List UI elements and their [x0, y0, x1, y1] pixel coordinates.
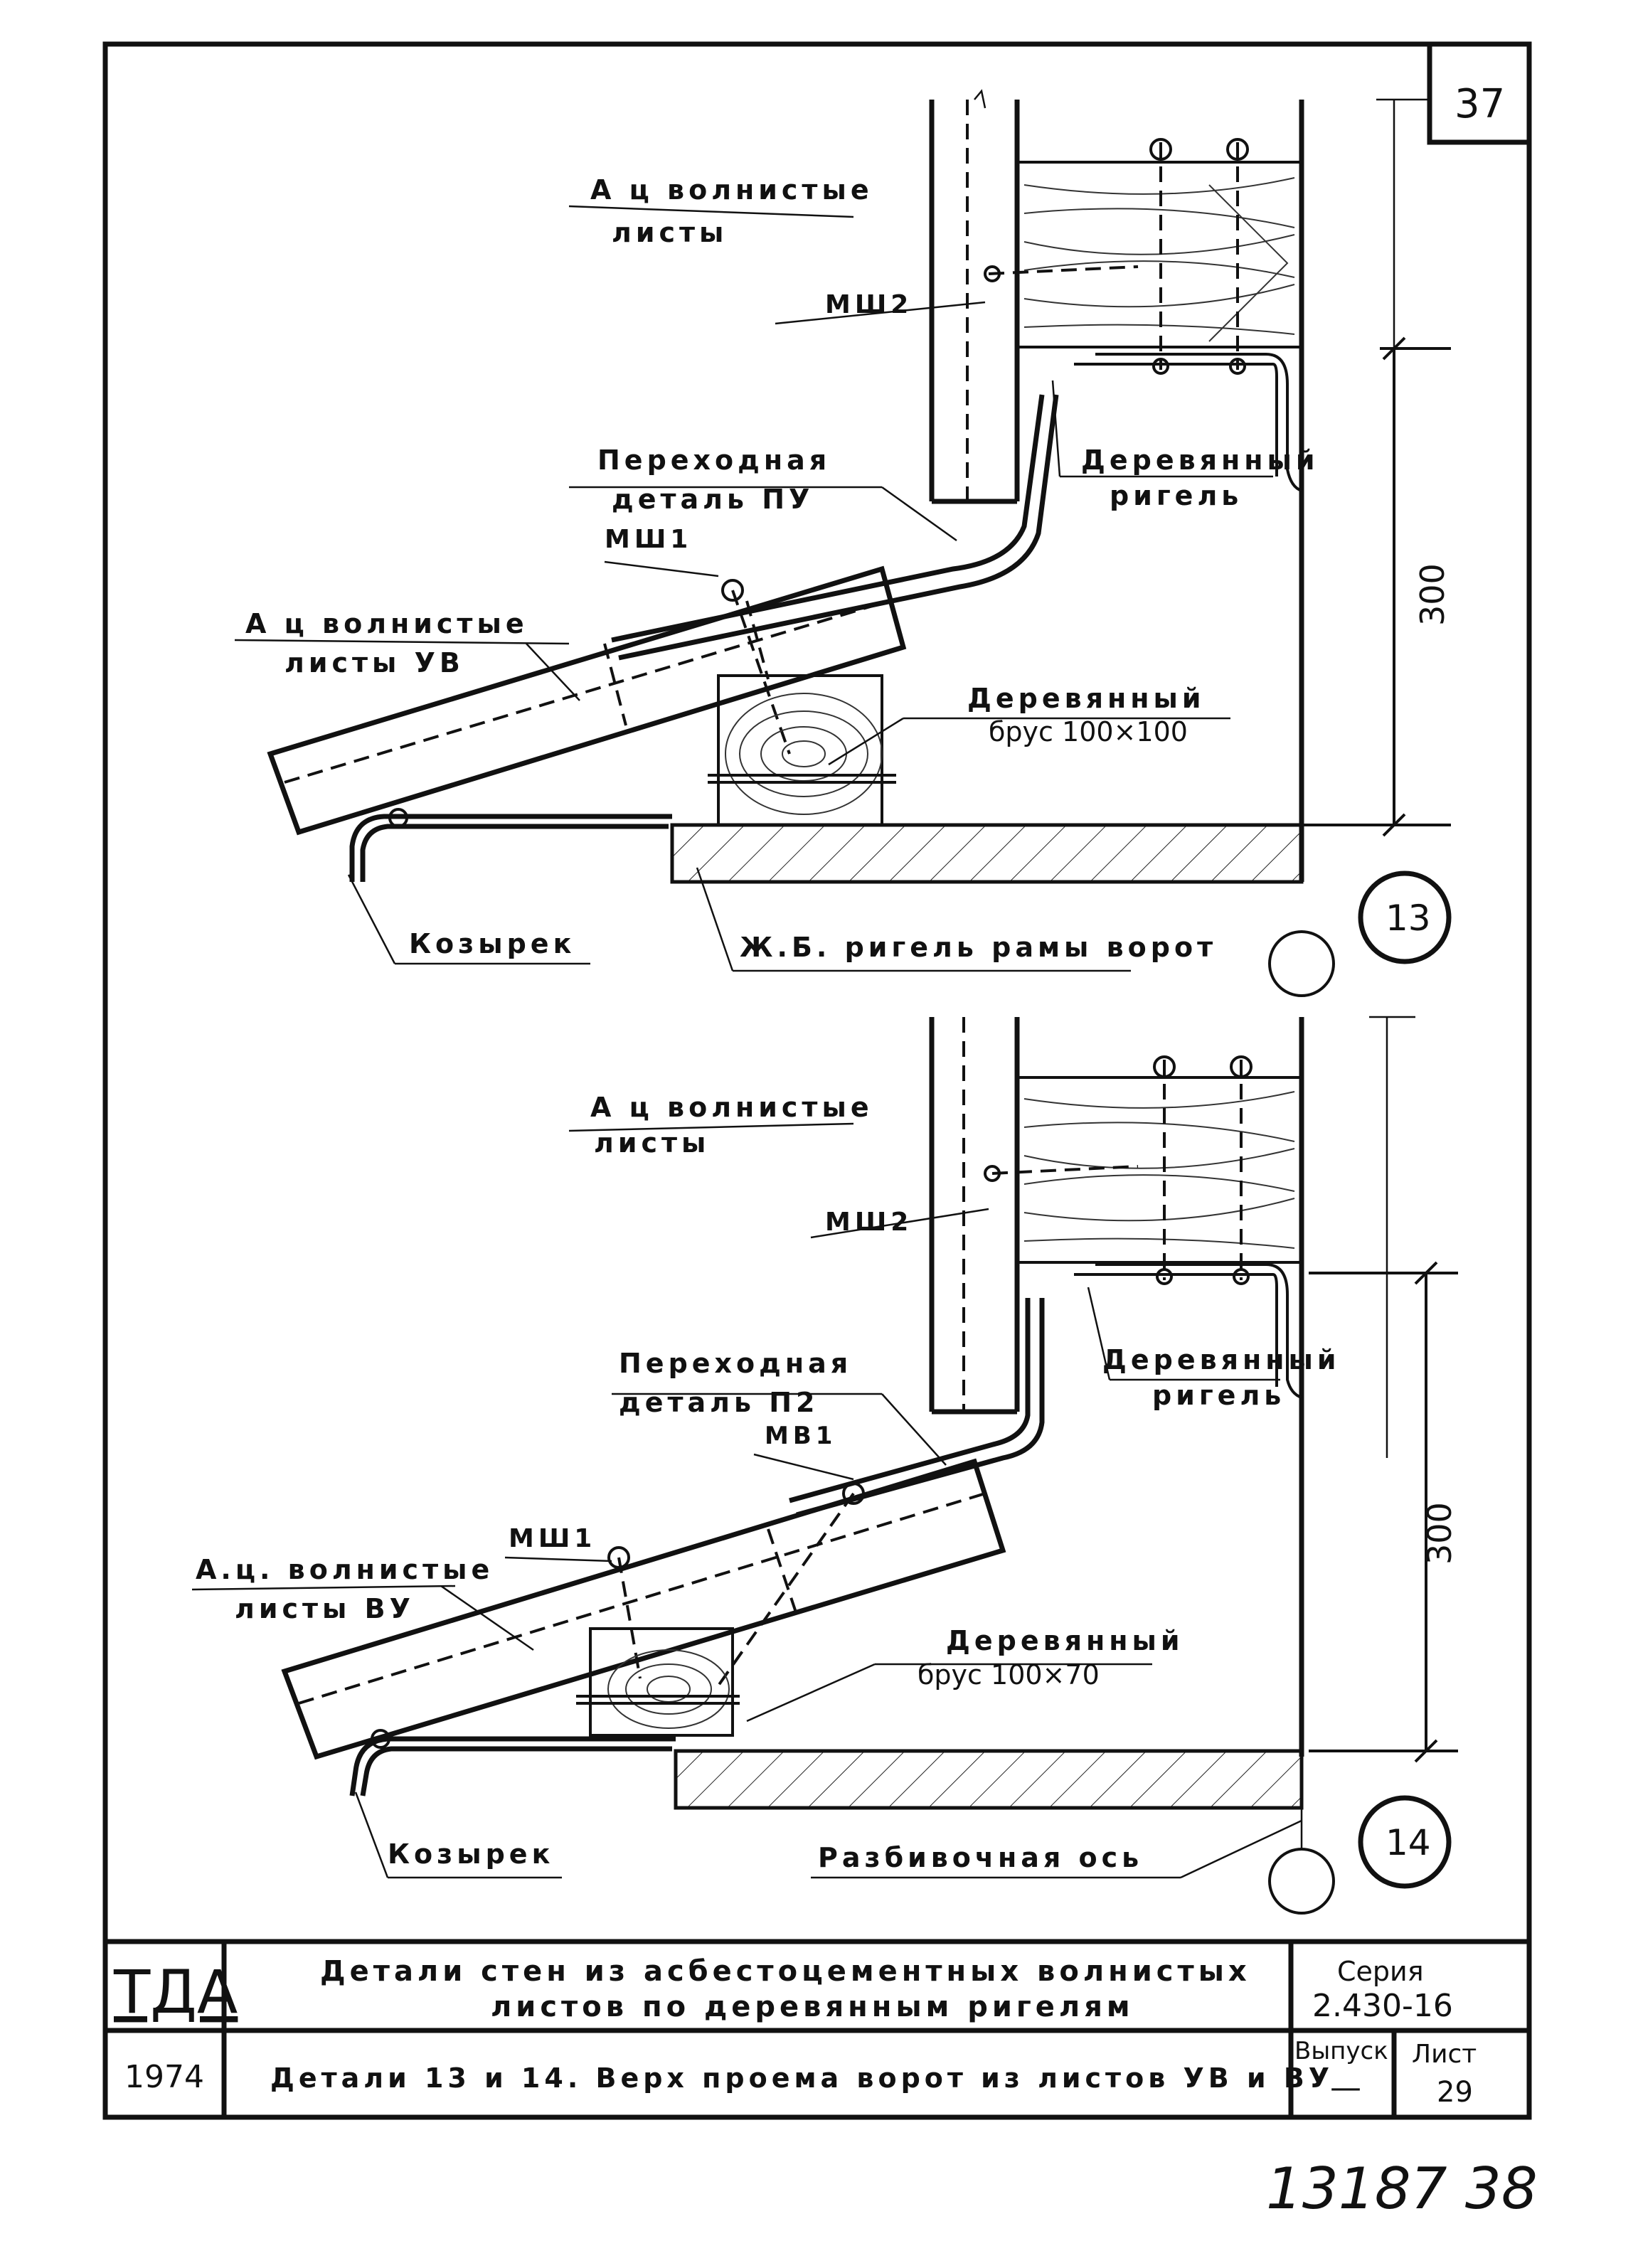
label-timber-13: Деревянный [967, 683, 1206, 714]
label-transition-13: Переходная [597, 444, 831, 476]
sloped-sheet-13 [267, 565, 907, 836]
transition-detail-14 [789, 1298, 1045, 1518]
sheet-number-box: 37 [1427, 44, 1529, 145]
label-transition-13b: деталь ПУ [612, 484, 814, 515]
sloped-sheet-14 [281, 1458, 1006, 1760]
transition-detail-13 [611, 394, 1059, 661]
beam-bolts-13 [1149, 138, 1249, 375]
sheet-value: 29 [1437, 2076, 1473, 2109]
sheet-number: 37 [1454, 81, 1505, 127]
rc-beam-14 [674, 1749, 1304, 1810]
sheet-label: Лист [1412, 2040, 1477, 2069]
beam-bolts-14 [1153, 1055, 1253, 1285]
label-mw2-14: МШ2 [825, 1208, 913, 1237]
detail-marker-text-14: 14 [1386, 1822, 1431, 1863]
canopy-13 [349, 808, 672, 882]
label-timber-14: Деревянный [946, 1625, 1184, 1656]
label-axis-14: Разбивочная ось [818, 1842, 1143, 1873]
wood-beam-14 [1016, 1076, 1303, 1264]
series-value: 2.430-16 [1312, 1988, 1453, 2024]
title-line-1: Детали стен из асбестоцементных волнисты… [320, 1955, 1251, 1988]
label-mw1-14: МШ1 [509, 1524, 596, 1553]
label-sheets-top-14b: листы [594, 1127, 710, 1159]
label-wood-beam-14: Деревянный [1102, 1344, 1341, 1375]
label-timber-13b: брус 100×100 [989, 716, 1188, 747]
label-sheets-vu-14: А.ц. волнистые [196, 1554, 494, 1585]
wall-sheets-14 [929, 1017, 1020, 1415]
label-sheets-top-13: А ц волнистые [590, 174, 873, 206]
label-sheets-top-14: А ц волнистые [590, 1092, 873, 1123]
series-label: Серия [1337, 1956, 1424, 1987]
detail-marker-14 [1358, 1795, 1452, 1889]
labels-13: А ц волнистые листы МШ2 Переходная детал… [234, 174, 1319, 972]
label-mw2-13: МШ2 [825, 290, 913, 319]
labels-14: А ц волнистые листы МШ2 Переходная детал… [191, 1092, 1341, 1879]
detail-13: 300 13 А ц волнистые листы МШ2 Переходна… [234, 89, 1452, 997]
label-canopy-14: Козырек [388, 1838, 554, 1870]
year: 1974 [124, 2059, 204, 2095]
label-wood-beam-13: Деревянный [1081, 444, 1319, 476]
wall-sheets-13 [929, 89, 1020, 504]
label-mw1-13: МШ1 [605, 525, 692, 554]
label-sheets-uv-13: А ц волнистые [245, 608, 528, 639]
rc-beam-13 [670, 823, 1304, 884]
detail-marker-13 [1358, 871, 1452, 964]
dimension-13: 300 [1376, 98, 1452, 837]
axis-circle-13 [1268, 930, 1335, 997]
handwritten-number: 13187 38 [1266, 2156, 1538, 2222]
label-sheets-uv-13b: листы УВ [284, 647, 464, 678]
label-transition-14b: деталь П2 [619, 1387, 819, 1418]
issue-value: — [1330, 2070, 1361, 2106]
sheet-frame [102, 41, 1532, 2120]
dimension-14: 300 [1309, 1016, 1459, 1763]
dimension-label-14: 300 [1420, 1502, 1459, 1565]
canopy-14 [349, 1729, 676, 1796]
label-wood-beam-14b: ригель [1152, 1380, 1285, 1411]
label-rc-beam-13: Ж.Б. ригель рамы ворот [740, 932, 1217, 963]
label-wood-beam-13b: ригель [1110, 480, 1243, 511]
title-block: ТДА Детали стен из асбестоцементных волн… [105, 1939, 1529, 2117]
label-transition-14: Переходная [619, 1348, 852, 1379]
subtitle: Детали 13 и 14. Верх проема ворот из лис… [270, 2062, 1334, 2094]
title-line-2: листов по деревянным ригелям [491, 1991, 1134, 2023]
label-canopy-13: Козырек [409, 928, 575, 959]
issue-label: Выпуск [1294, 2037, 1388, 2065]
label-mb1-14: МВ1 [765, 1422, 836, 1450]
axis-circle-14 [1268, 1848, 1335, 1915]
label-sheets-vu-14b: листы ВУ [235, 1593, 415, 1624]
logo: ТДА [113, 1957, 238, 2027]
dimension-label-13: 300 [1413, 563, 1452, 626]
detail-marker-text-13: 13 [1386, 898, 1431, 939]
timber-14 [576, 1627, 740, 1737]
detail-14: 300 14 А ц волнистые листы МШ2 Переходна… [191, 1016, 1459, 1915]
label-sheets-top-13b: листы [612, 217, 728, 248]
label-timber-14b: брус 100×70 [918, 1659, 1100, 1691]
